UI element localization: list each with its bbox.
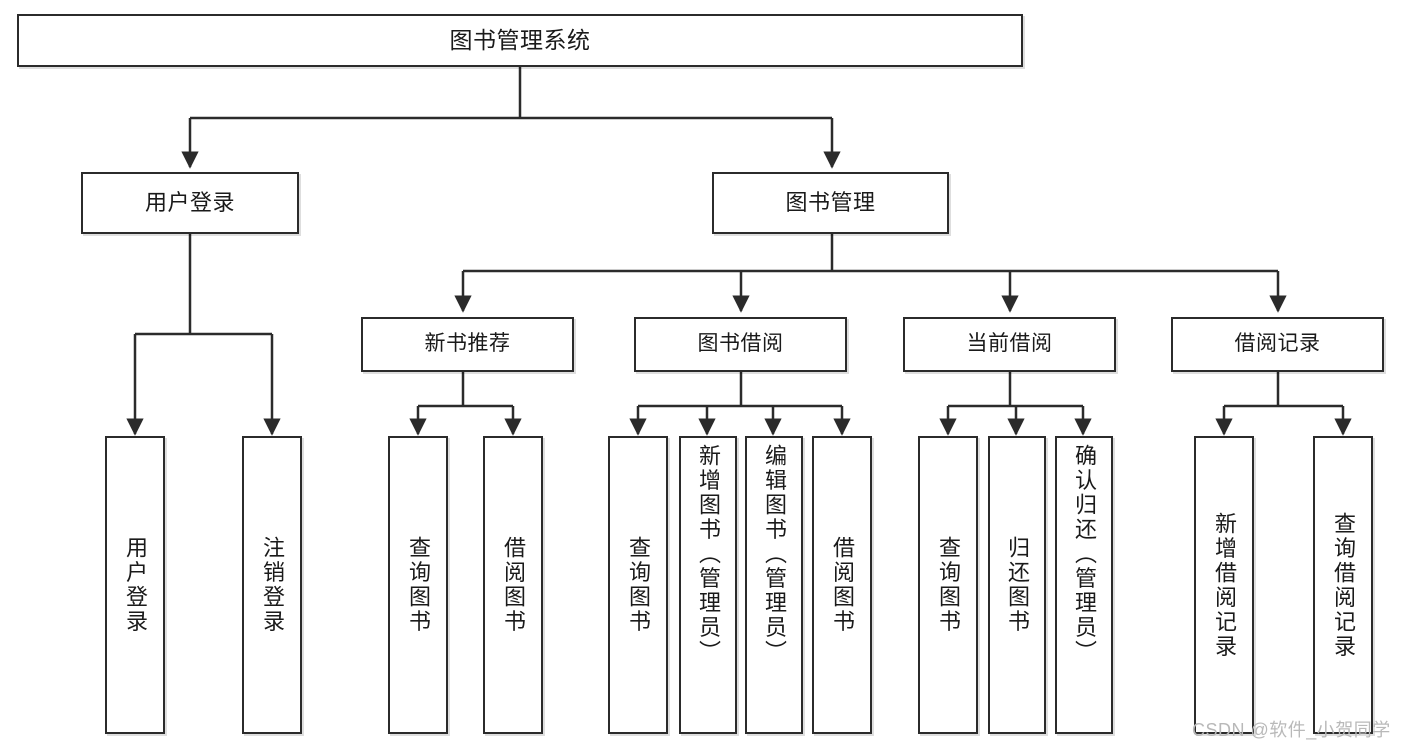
node-new-book-recommend[interactable]: 新书推荐 xyxy=(361,317,574,372)
node-book-borrow[interactable]: 图书借阅 xyxy=(634,317,847,372)
watermark-text: CSDN @软件_小贺同学 xyxy=(1192,720,1391,740)
node-label: 注销登录 xyxy=(260,536,285,634)
node-label: 编辑图书（管理员） xyxy=(762,444,787,665)
leaf-borrow-query-book[interactable]: 查询图书 xyxy=(608,436,668,734)
node-user-login[interactable]: 用户登录 xyxy=(81,172,299,234)
leaf-current-return-book[interactable]: 归还图书 xyxy=(988,436,1046,734)
node-root-system[interactable]: 图书管理系统 xyxy=(17,14,1023,67)
node-label: 新书推荐 xyxy=(424,332,511,356)
leaf-recommend-query-book[interactable]: 查询图书 xyxy=(388,436,448,734)
node-label: 图书管理系统 xyxy=(449,26,591,53)
leaf-record-add-record[interactable]: 新增借阅记录 xyxy=(1194,436,1254,734)
leaf-user-login-logout[interactable]: 注销登录 xyxy=(242,436,302,734)
node-current-borrow[interactable]: 当前借阅 xyxy=(903,317,1116,372)
node-label: 借阅图书 xyxy=(830,536,855,634)
leaf-borrow-borrow-book[interactable]: 借阅图书 xyxy=(812,436,872,734)
node-label: 图书管理 xyxy=(785,190,876,216)
node-label: 用户登录 xyxy=(144,190,235,216)
node-label: 查询图书 xyxy=(406,536,431,634)
node-label: 借阅记录 xyxy=(1234,332,1321,356)
leaf-user-login-login[interactable]: 用户登录 xyxy=(105,436,165,734)
leaf-current-confirm-return-admin[interactable]: 确认归还（管理员） xyxy=(1055,436,1113,734)
node-label: 查询图书 xyxy=(936,536,961,634)
node-label: 图书借阅 xyxy=(697,332,784,356)
node-label: 查询借阅记录 xyxy=(1331,511,1356,659)
node-borrow-record[interactable]: 借阅记录 xyxy=(1171,317,1384,372)
leaf-borrow-edit-book-admin[interactable]: 编辑图书（管理员） xyxy=(745,436,803,734)
node-label: 当前借阅 xyxy=(966,332,1053,356)
node-label: 新增图书（管理员） xyxy=(696,444,721,665)
leaf-borrow-add-book-admin[interactable]: 新增图书（管理员） xyxy=(679,436,737,734)
node-label: 借阅图书 xyxy=(501,536,526,634)
leaf-recommend-borrow-book[interactable]: 借阅图书 xyxy=(483,436,543,734)
leaf-record-query-record[interactable]: 查询借阅记录 xyxy=(1313,436,1373,734)
node-label: 确认归还（管理员） xyxy=(1072,444,1097,665)
node-label: 新增借阅记录 xyxy=(1212,511,1237,659)
node-book-management[interactable]: 图书管理 xyxy=(712,172,949,234)
node-label: 查询图书 xyxy=(626,536,651,634)
node-label: 归还图书 xyxy=(1005,536,1030,634)
node-label: 用户登录 xyxy=(123,536,148,634)
leaf-current-query-book[interactable]: 查询图书 xyxy=(918,436,978,734)
